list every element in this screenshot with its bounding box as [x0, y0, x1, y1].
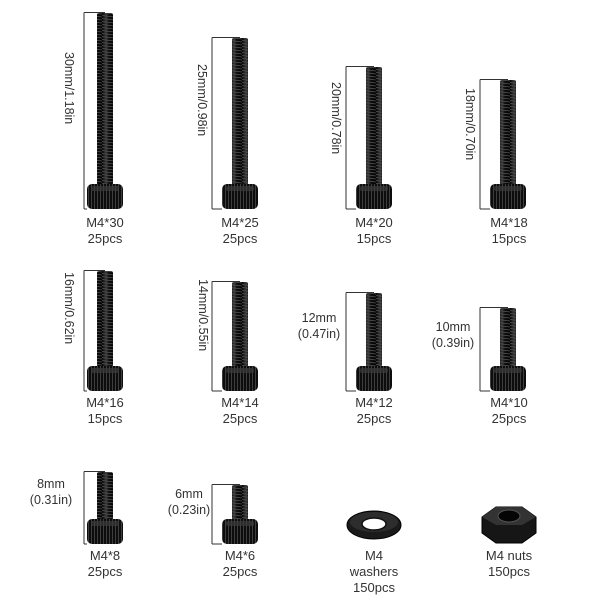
item-qty: 150pcs — [353, 580, 395, 595]
item-name: M4*18 — [490, 215, 528, 230]
screw-head-highlight — [226, 521, 254, 526]
item-qty: 15pcs — [87, 411, 123, 426]
item-name: M4*20 — [355, 215, 393, 230]
screw-head-highlight — [91, 368, 119, 373]
screw-head-highlight — [91, 521, 119, 526]
hex-socket-screw-icon — [83, 471, 123, 545]
screw-thread — [97, 271, 113, 367]
item-qty: 25pcs — [222, 231, 258, 246]
item-qty: 25pcs — [87, 231, 123, 246]
item-m4x30-caption: M4*30 25pcs — [55, 215, 155, 247]
item-qty: 15pcs — [356, 231, 392, 246]
screw-thread — [232, 282, 248, 367]
screw-head-highlight — [494, 368, 522, 373]
item-m4x12-caption: M4*12 25pcs — [324, 395, 424, 427]
dim-label: 16mm/0.62in — [62, 272, 76, 345]
nut-hole — [497, 509, 521, 523]
item-m4x8-caption: M4*8 25pcs — [55, 548, 155, 580]
item-name: M4*10 — [490, 395, 528, 410]
item-name: M4*12 — [355, 395, 393, 410]
screw-thread — [366, 67, 382, 185]
screw-head-highlight — [494, 186, 522, 191]
item-name: M4 — [364, 548, 384, 563]
hex-socket-screw-icon — [345, 66, 392, 210]
hex-socket-screw-icon — [83, 270, 123, 392]
washer-hole — [361, 517, 387, 531]
item-m4x25-caption: M4*25 25pcs — [190, 215, 290, 247]
item-nuts-caption: M4 nuts 150pcs — [459, 548, 559, 580]
item-name: M4*6 — [224, 548, 256, 563]
item-qty: 25pcs — [222, 411, 258, 426]
hex-socket-screw-icon — [211, 37, 258, 210]
screw-thread — [232, 485, 248, 520]
item-qty: 25pcs — [87, 564, 123, 579]
hex-socket-screw-icon — [83, 12, 123, 210]
dim-label: 6mm (0.23in) — [167, 487, 211, 517]
screw-thread — [232, 38, 248, 185]
item-m4x20-caption: M4*20 15pcs — [324, 215, 424, 247]
item-name-2: washers — [349, 564, 399, 579]
item-m4x10-caption: M4*10 25pcs — [459, 395, 559, 427]
screw-thread — [500, 308, 516, 367]
screw-head-highlight — [226, 368, 254, 373]
screw-thread — [97, 472, 113, 520]
hex-socket-screw-icon — [479, 79, 526, 210]
item-name: M4*16 — [86, 395, 124, 410]
screw-head-highlight — [91, 186, 119, 191]
screw-thread — [97, 13, 113, 185]
dim-label: 10mm (0.39in) — [431, 320, 475, 350]
item-m4x16-caption: M4*16 15pcs — [55, 395, 155, 427]
item-m4x18-caption: M4*18 15pcs — [459, 215, 559, 247]
dim-label: 12mm (0.47in) — [297, 311, 341, 341]
item-m4x14-caption: M4*14 25pcs — [190, 395, 290, 427]
hex-socket-screw-icon — [211, 484, 258, 545]
item-qty: 25pcs — [222, 564, 258, 579]
item-washers-caption: M4 washers 150pcs — [324, 548, 424, 596]
screw-head-highlight — [360, 368, 388, 373]
item-qty: 15pcs — [491, 231, 527, 246]
item-name: M4*25 — [221, 215, 259, 230]
hex-socket-screw-icon — [479, 307, 526, 392]
hex-nut-icon — [481, 506, 537, 544]
hex-socket-screw-icon — [211, 281, 258, 392]
item-qty: 25pcs — [491, 411, 527, 426]
screw-head-highlight — [360, 186, 388, 191]
dim-label: 8mm (0.31in) — [29, 477, 73, 507]
hex-socket-screw-icon — [345, 292, 392, 392]
dim-label: 30mm/1.18in — [62, 52, 76, 125]
screw-thread — [500, 80, 516, 185]
item-name: M4 nuts — [485, 548, 533, 563]
item-qty: 25pcs — [356, 411, 392, 426]
washer-icon — [346, 510, 402, 540]
screw-thread — [366, 293, 382, 367]
screw-head-highlight — [226, 186, 254, 191]
item-name: M4*8 — [89, 548, 121, 563]
item-qty: 150pcs — [488, 564, 530, 579]
item-name: M4*14 — [221, 395, 259, 410]
item-name: M4*30 — [86, 215, 124, 230]
item-m4x6-caption: M4*6 25pcs — [190, 548, 290, 580]
